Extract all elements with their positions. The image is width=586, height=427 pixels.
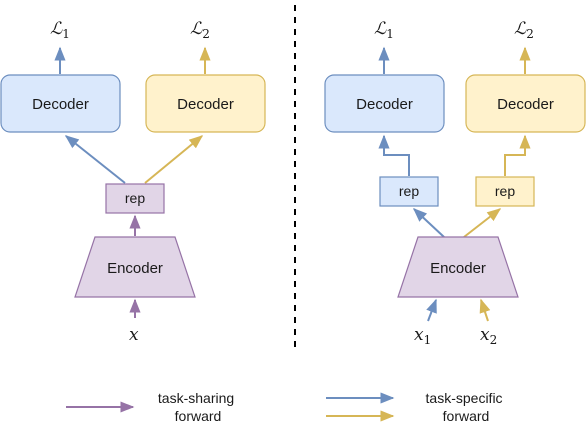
right-arrow-encoder-to-rep2 <box>463 208 502 238</box>
right-decoder-1-box <box>324 74 445 133</box>
left-decoder-2-box <box>145 74 266 133</box>
right-loss-1: ℒ1 <box>374 19 394 41</box>
right-decoder-2-label: Decoder <box>497 96 554 113</box>
left-input-x: x <box>129 325 139 345</box>
right-encoder-label: Encoder <box>430 260 486 277</box>
right-rep-1-box <box>379 176 439 207</box>
right-arrow-input1-to-encoder <box>426 298 437 322</box>
left-loss-2: ℒ2 <box>190 19 210 41</box>
left-rep-label: rep <box>125 190 145 206</box>
right-decoder-2-box <box>465 74 586 133</box>
right-rep-2-label: rep <box>495 183 515 199</box>
left-arrow-rep-to-decoder1 <box>64 135 126 184</box>
right-arrow-encoder-to-rep1 <box>412 208 445 238</box>
left-arrow-rep-to-decoder2 <box>144 135 204 184</box>
left-loss-1: ℒ1 <box>50 19 70 41</box>
right-loss-2: ℒ2 <box>514 19 534 41</box>
right-encoder-shape <box>397 236 519 298</box>
right-decoder-1-label: Decoder <box>356 96 413 113</box>
left-decoder-1-label: Decoder <box>32 96 89 113</box>
left-encoder-shape <box>74 236 196 298</box>
right-panel: ℒ1 ℒ2 Decoder Decoder rep rep Encoder <box>324 19 586 347</box>
left-rep-box <box>105 183 165 214</box>
legend-sharing-label: task-sharing forward <box>158 390 238 424</box>
right-rep-1-label: rep <box>399 183 419 199</box>
legend: task-sharing forward task-specific forwa… <box>66 390 507 424</box>
right-input-x1: x1 <box>414 325 431 347</box>
right-input-x2: x2 <box>480 325 497 347</box>
legend-specific-label: task-specific forward <box>426 390 507 424</box>
right-arrow-rep2-to-decoder2 <box>504 134 531 176</box>
right-arrow-rep1-to-decoder1 <box>378 134 410 176</box>
left-panel: ℒ1 ℒ2 Decoder Decoder rep Encoder x <box>0 19 266 345</box>
left-decoder-2-label: Decoder <box>177 96 234 113</box>
right-rep-2-box <box>475 176 535 207</box>
right-arrow-input2-to-encoder <box>479 298 491 322</box>
left-encoder-label: Encoder <box>107 260 163 277</box>
left-decoder-1-box <box>0 74 121 133</box>
